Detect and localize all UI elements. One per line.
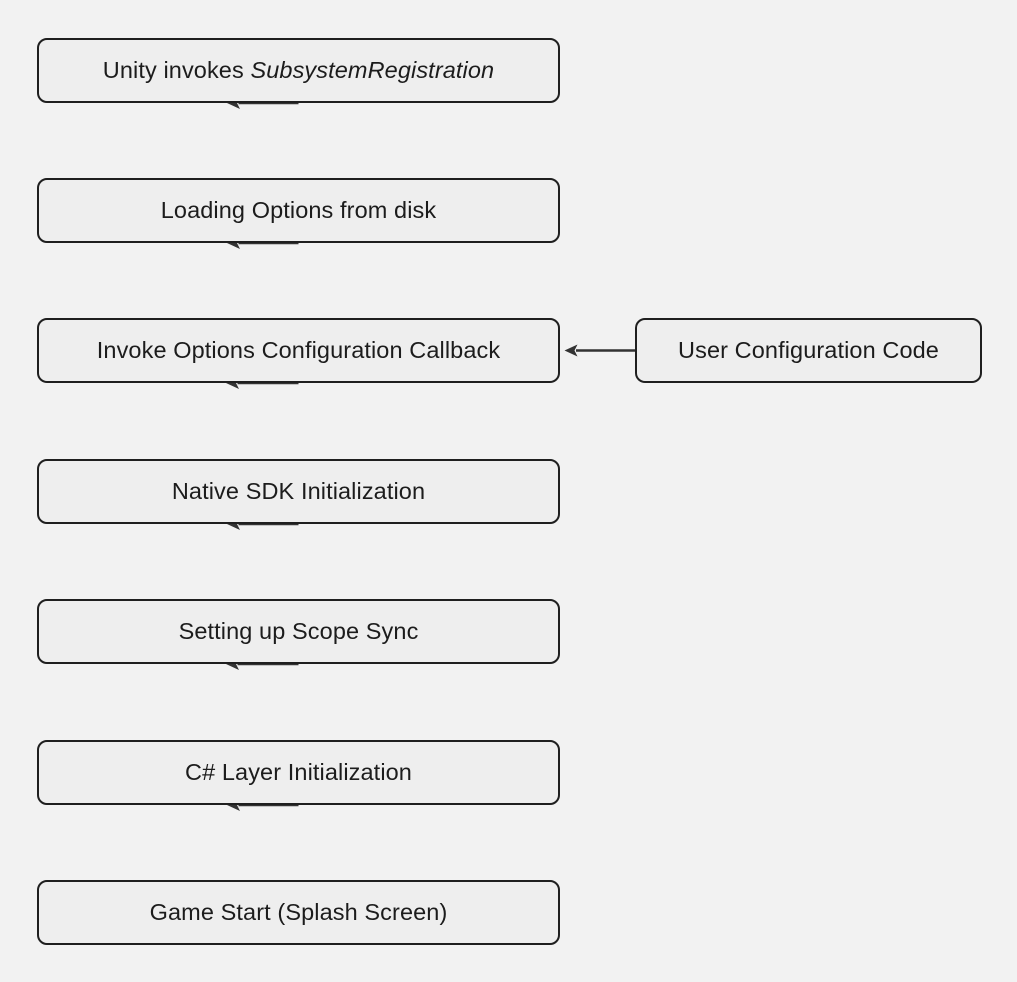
node-loading-options[interactable]: Loading Options from disk xyxy=(37,178,560,243)
node-csharp-layer-init[interactable]: C# Layer Initialization xyxy=(37,740,560,805)
node-label-text-emphasis: SubsystemRegistration xyxy=(250,56,495,83)
node-scope-sync[interactable]: Setting up Scope Sync xyxy=(37,599,560,664)
node-subsystem-registration[interactable]: Unity invokes SubsystemRegistration xyxy=(37,38,560,103)
node-native-sdk-init[interactable]: Native SDK Initialization xyxy=(37,459,560,524)
node-label-subsystem-registration: Unity invokes SubsystemRegistration xyxy=(103,57,494,84)
node-label-text-plain: Unity invokes xyxy=(102,56,251,83)
node-label-csharp-layer-init: C# Layer Initialization xyxy=(185,758,412,785)
node-label-invoke-options-callback: Invoke Options Configuration Callback xyxy=(96,336,501,363)
node-label-loading-options: Loading Options from disk xyxy=(160,196,437,223)
node-label-game-start: Game Start (Splash Screen) xyxy=(149,898,448,925)
node-game-start[interactable]: Game Start (Splash Screen) xyxy=(37,880,560,945)
node-label-scope-sync: Setting up Scope Sync xyxy=(178,617,419,644)
node-invoke-options-callback[interactable]: Invoke Options Configuration Callback xyxy=(37,318,560,383)
node-user-configuration-code[interactable]: User Configuration Code xyxy=(635,318,982,383)
node-label-user-configuration-code: User Configuration Code xyxy=(678,336,939,363)
node-label-native-sdk-init: Native SDK Initialization xyxy=(171,477,426,504)
